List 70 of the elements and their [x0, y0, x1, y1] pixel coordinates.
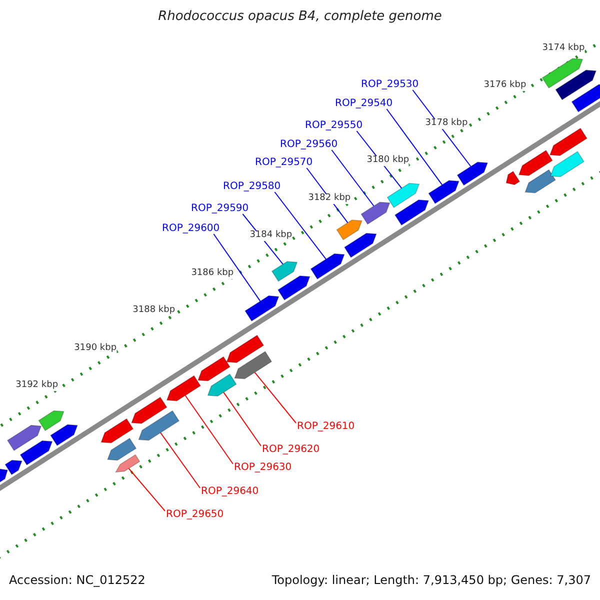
tick-label: 3192 kbp: [16, 381, 58, 391]
genome-summary-text: Topology: linear; Length: 7,913,450 bp; Genes: 7,307: [272, 574, 591, 588]
leader-line: [331, 150, 374, 206]
gene-feature: [360, 202, 390, 225]
leader-line: [160, 432, 200, 488]
gene-feature: [571, 84, 600, 112]
tick-label: 3184 kbp: [250, 231, 292, 242]
gene-feature: [310, 253, 345, 280]
gene-feature: [234, 350, 272, 380]
tick-label: 3176 kbp: [484, 81, 526, 92]
gene-feature: [207, 374, 237, 396]
tick-label: 3178 kbp: [425, 118, 468, 129]
gene-feature: [131, 396, 168, 424]
gene-feature: [550, 150, 585, 178]
leader-line: [254, 372, 296, 424]
gene-label: ROP_29540: [335, 98, 393, 109]
title: Rhodococcus opacus B4, complete genome: [157, 10, 443, 24]
gene-feature: [107, 438, 137, 461]
gene-feature: [277, 276, 310, 301]
gene-feature: [542, 58, 584, 89]
gene-feature: [166, 375, 202, 402]
gene-label: ROP_29600: [162, 223, 220, 234]
gene-feature: [555, 70, 597, 100]
gene-feature: [198, 356, 230, 382]
gene-feature: [244, 295, 280, 322]
gene-label: ROP_29570: [255, 157, 313, 168]
gene-feature: [524, 169, 556, 194]
leader-line: [184, 395, 234, 464]
tick-label: 3190 kbp: [74, 344, 117, 354]
leader-line: [274, 192, 326, 260]
leader-line: [128, 468, 166, 512]
gene-feature: [549, 128, 588, 156]
gene-feature: [344, 232, 377, 258]
gene-feature: [4, 460, 22, 476]
gene-label: ROP_29580: [223, 181, 281, 192]
leader-line: [223, 392, 262, 446]
gene-label: ROP_29530: [361, 79, 419, 90]
tick-label: 3188 kbp: [132, 306, 176, 316]
gene-feature: [506, 170, 520, 186]
gene-feature: [456, 162, 488, 186]
gene-label: ROP_29640: [201, 486, 259, 497]
gene-feature: [226, 334, 264, 363]
gene-feature: [50, 424, 78, 446]
gene-feature: [518, 150, 553, 176]
gene-label: ROP_29560: [280, 139, 338, 150]
gene-feature: [20, 440, 53, 466]
gene-label: ROP_29550: [305, 120, 363, 131]
gene-label: ROP_29620: [262, 444, 320, 455]
gene-feature: [394, 200, 430, 226]
gene-feature: [386, 182, 420, 208]
gene-feature: [100, 418, 134, 444]
gene-feature: [138, 410, 180, 441]
leader-line: [213, 234, 261, 302]
gene-feature: [336, 220, 362, 240]
gene-feature: [271, 261, 298, 282]
tick-label: 3174 kbp: [542, 44, 585, 54]
gene-feature: [0, 468, 8, 484]
leader-line: [386, 108, 443, 186]
tick-label: 3180 kbp: [366, 156, 410, 166]
tick-label: 3182 kbp: [308, 194, 351, 204]
gene-label: ROP_29650: [166, 509, 224, 520]
gene-feature: [6, 424, 42, 452]
gene-label: ROP_29590: [191, 203, 249, 214]
accession-text: Accession: NC_012522: [9, 574, 146, 588]
gene-feature: [428, 180, 460, 204]
tick-label: 3186 kbp: [191, 268, 234, 279]
gene-label: ROP_29630: [234, 462, 292, 473]
gene-feature: [38, 410, 64, 432]
gene-label: ROP_29610: [297, 421, 355, 432]
gene-feature: [114, 454, 140, 473]
